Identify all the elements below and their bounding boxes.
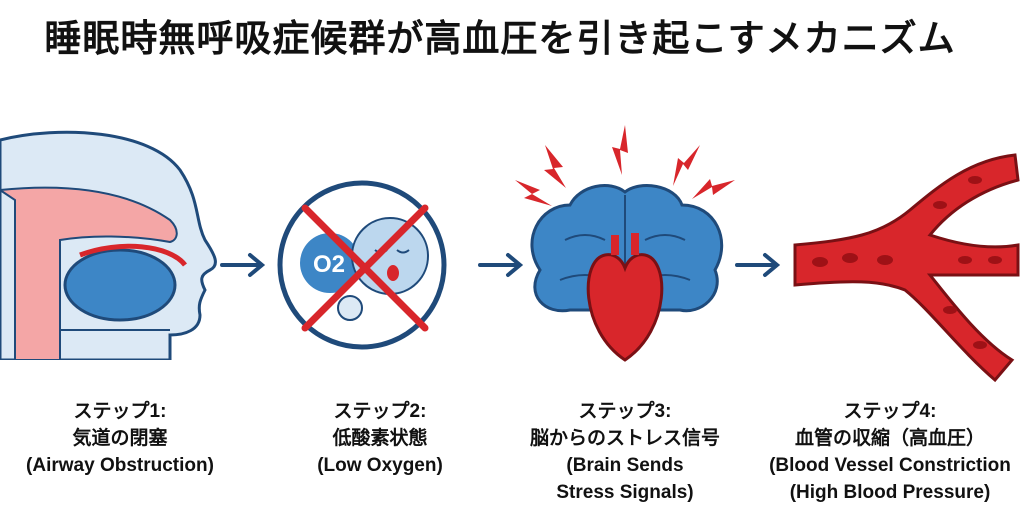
step-label: ステップ1: bbox=[73, 401, 167, 422]
airway-obstruction-icon bbox=[0, 130, 217, 360]
step-title-en: (Blood Vessel Constriction bbox=[769, 455, 1011, 476]
step-title-en: (Brain Sends bbox=[566, 455, 684, 476]
o2-label: O2 bbox=[313, 251, 345, 278]
step-title-jp: 血管の収縮（高血圧） bbox=[794, 428, 985, 449]
blood-vessel-constriction-icon bbox=[793, 153, 1020, 383]
step-title-jp: 気道の閉塞 bbox=[72, 428, 168, 449]
low-oxygen-icon: O2 bbox=[277, 180, 447, 350]
step-label: ステップ2: bbox=[333, 401, 427, 422]
step-2-caption: ステップ2: 低酸素状態 (Low Oxygen) bbox=[250, 398, 510, 479]
step-label: ステップ4: bbox=[843, 401, 937, 422]
step-3-caption: ステップ3: 脳からのストレス信号 (Brain Sends Stress Si… bbox=[495, 398, 755, 506]
brain-stress-icon bbox=[515, 125, 735, 362]
step-title-en: (Low Oxygen) bbox=[317, 455, 443, 476]
page-title: 睡眠時無呼吸症候群が高血圧を引き起こすメカニズム bbox=[44, 17, 956, 60]
step-1-caption: ステップ1: 気道の閉塞 (Airway Obstruction) bbox=[0, 398, 250, 479]
step-title-en: (High Blood Pressure) bbox=[789, 482, 991, 503]
arrow-right-icon bbox=[220, 253, 266, 277]
step-title-en: (Airway Obstruction) bbox=[26, 455, 214, 476]
step-title-en: Stress Signals) bbox=[556, 482, 694, 503]
step-4-caption: ステップ4: 血管の収縮（高血圧） (Blood Vessel Constric… bbox=[760, 398, 1020, 506]
arrow-right-icon bbox=[478, 253, 524, 277]
step-label: ステップ3: bbox=[578, 401, 672, 422]
step-title-jp: 脳からのストレス信号 bbox=[529, 428, 720, 449]
step-title-jp: 低酸素状態 bbox=[332, 428, 428, 449]
arrow-right-icon bbox=[735, 253, 781, 277]
